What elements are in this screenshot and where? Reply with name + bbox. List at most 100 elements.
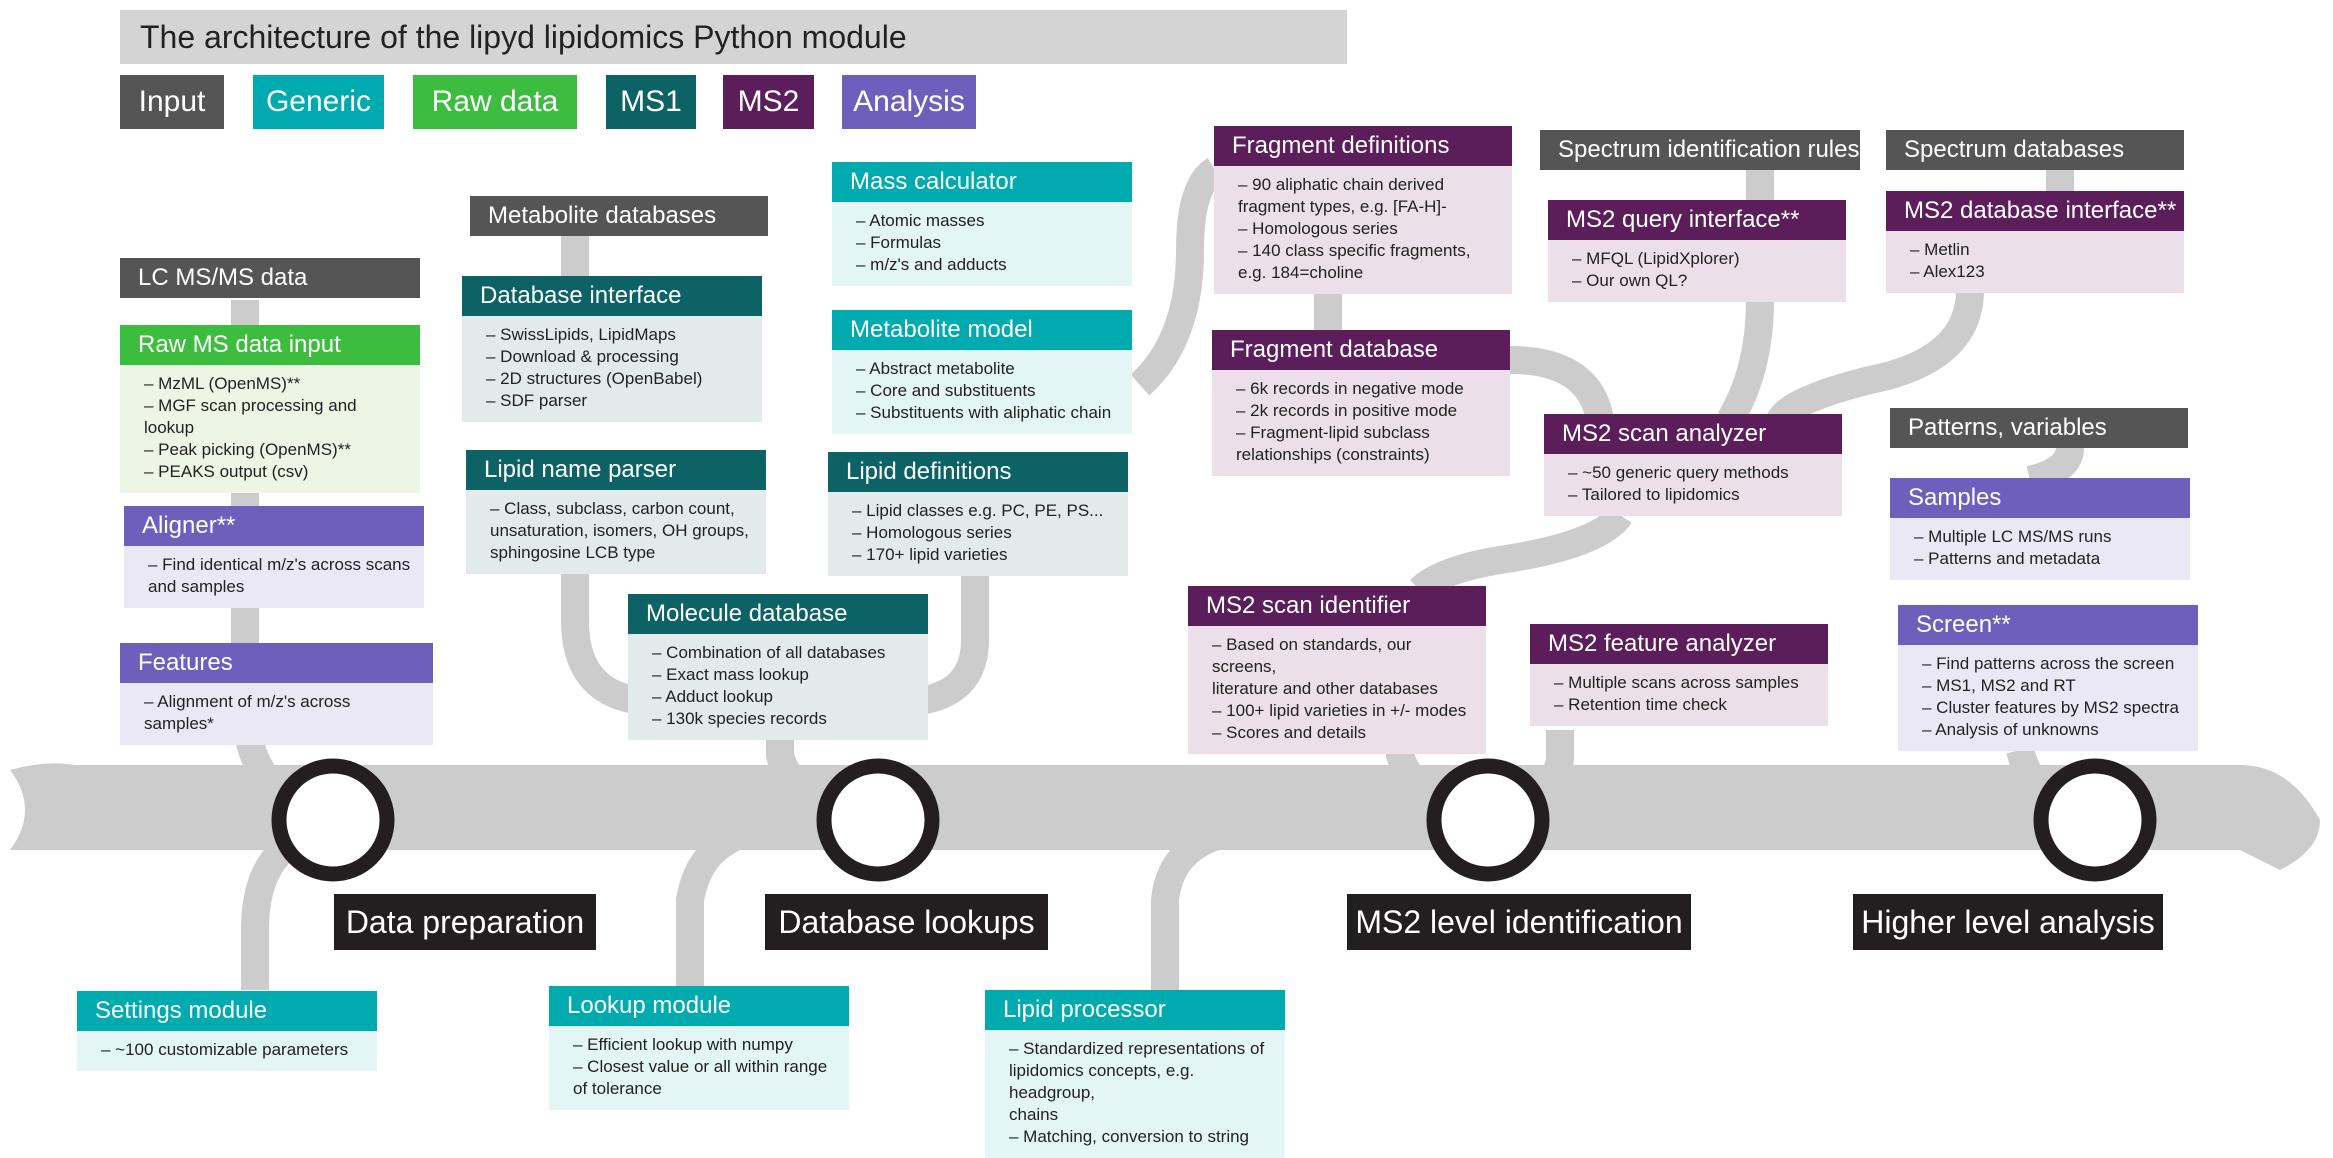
pipe-patterns-to-samples [2026,446,2084,494]
module-title: Fragment definitions [1214,126,1512,166]
module-title: Lipid definitions [828,452,1128,492]
module-item: – ~100 customizable parameters [101,1040,349,1059]
module-item: – Matching, conversion to string [1009,1127,1250,1146]
module-item: – Cluster features by MS2 spectra [1922,698,2180,717]
stage-node-4 [2033,758,2157,882]
legend-input: Input [120,75,224,129]
module-item: – Fragment-lipid subclass [1236,423,1430,442]
module-title: Molecule database [628,594,928,634]
module-title: MS2 scan identifier [1188,586,1486,626]
module-item: – Multiple LC MS/MS runs [1914,527,2112,546]
module-item: – ~50 generic query methods [1568,463,1789,482]
pipe-metabolite-to-fragments [1130,158,1224,396]
pipe-lipiddefs-to-moldb [921,570,989,714]
module-item: – SwissLipids, LipidMaps [486,325,676,344]
module-item: – 140 class specific fragments, [1238,241,1471,260]
module-item: – m/z's and adducts [856,255,1007,274]
module-item: chains [1009,1105,1059,1124]
module-item: – Lipid classes e.g. PC, PE, PS... [852,501,1104,520]
module-features: Features – Alignment of m/z's across sam… [120,643,433,745]
module-lipid-definitions: Lipid definitions – Lipid classes e.g. P… [828,452,1128,576]
pipe-msdb-to-analyzer [1767,289,1984,428]
module-title: Features [120,643,433,683]
module-item: unsaturation, isomers, OH groups, [490,521,749,540]
module-item: – Alignment of m/z's across samples* [144,692,351,733]
input-spectrum-databases: Spectrum databases [1886,130,2184,170]
module-item: – Patterns and metadata [1914,549,2101,568]
legend-ms2: MS2 [723,75,814,129]
stage-node-3 [1426,758,1550,882]
legend-raw-data: Raw data [413,75,577,129]
stage-higher-level-analysis: Higher level analysis [1853,894,2163,950]
module-screen: Screen** – Find patterns across the scre… [1898,605,2198,751]
module-item: – Download & processing [486,347,679,366]
module-item: lipidomics concepts, e.g. headgroup, [1009,1061,1195,1102]
module-item: – MGF scan processing and lookup [144,396,357,437]
module-item: – Alex123 [1910,262,1985,281]
pipe-fragdb-to-analyzer [1509,346,1614,423]
module-fragment-definitions: Fragment definitions – 90 aliphatic chai… [1214,126,1512,294]
input-lcms-data: LC MS/MS data [120,258,420,298]
legend-generic: Generic [253,75,384,129]
stage-ms2-level-identification: MS2 level identification [1347,894,1691,950]
module-item: – Substituents with aliphatic chain [856,403,1112,422]
module-item: – MzML (OpenMS)** [144,374,301,393]
module-item: – Homologous series [852,523,1012,542]
input-patterns-variables: Patterns, variables [1890,408,2188,448]
module-item: – Tailored to lipidomics [1568,485,1740,504]
module-item: – Abstract metabolite [856,359,1015,378]
module-title: Database interface [462,276,762,316]
stage-data-preparation: Data preparation [334,894,596,950]
module-item: – 170+ lipid varieties [852,545,1008,564]
module-lipid-processor: Lipid processor – Standardized represent… [985,990,1285,1158]
module-title: MS2 query interface** [1548,200,1846,240]
module-ms2-database-interface: MS2 database interface** – Metlin – Alex… [1886,191,2184,293]
module-ms2-scan-identifier: MS2 scan identifier – Based on standards… [1188,586,1486,754]
module-lookup: Lookup module – Efficient lookup with nu… [549,986,849,1110]
module-item: – Homologous series [1238,219,1398,238]
module-title: MS2 feature analyzer [1530,624,1828,664]
module-samples: Samples – Multiple LC MS/MS runs – Patte… [1890,478,2190,580]
module-title: MS2 scan analyzer [1544,414,1842,454]
module-item: – Core and substituents [856,381,1036,400]
module-item: – Peak picking (OpenMS)** [144,440,351,459]
module-settings: Settings module – ~100 customizable para… [77,991,377,1071]
module-item: literature and other databases [1212,679,1438,698]
module-aligner: Aligner** – Find identical m/z's across … [124,506,424,608]
module-title: Lipid processor [985,990,1285,1030]
module-item: – Retention time check [1554,695,1727,714]
module-title: Raw MS data input [120,325,420,365]
module-item: – Analysis of unknowns [1922,720,2099,739]
module-item: – Formulas [856,233,942,252]
module-title: Screen** [1898,605,2198,645]
module-item: – 130k species records [652,709,827,728]
module-mass-calculator: Mass calculator – Atomic masses – Formul… [832,162,1132,286]
module-title: Lipid name parser [466,450,766,490]
stage-database-lookups: Database lookups [765,894,1048,950]
module-item: – MFQL (LipidXplorer) [1572,249,1740,268]
module-ms2-query-interface: MS2 query interface** – MFQL (LipidXplor… [1548,200,1846,302]
module-item: relationships (constraints) [1236,445,1430,464]
module-fragment-database: Fragment database – 6k records in negati… [1212,330,1510,476]
module-item: – Find patterns across the screen [1922,654,2175,673]
module-item: – Multiple scans across samples [1554,673,1799,692]
module-item: – 6k records in negative mode [1236,379,1464,398]
module-title: Lookup module [549,986,849,1026]
input-metabolite-databases: Metabolite databases [470,196,768,236]
module-item: – Based on standards, our screens, [1212,635,1412,676]
pipe-lipidparser-to-moldb [561,570,638,714]
module-title: Aligner** [124,506,424,546]
module-item: – Our own QL? [1572,271,1688,290]
module-item: – Metlin [1910,240,1970,259]
module-item: – 2D structures (OpenBabel) [486,369,703,388]
stage-node-1 [271,758,395,882]
module-metabolite-model: Metabolite model – Abstract metabolite –… [832,310,1132,434]
pipe-processor-to-timeline [1151,821,1225,990]
pipe-query-to-analyzer [1717,299,1774,428]
module-title: Fragment database [1212,330,1510,370]
module-molecule-database: Molecule database – Combination of all d… [628,594,928,740]
main-timeline [10,763,2320,870]
module-item: – Efficient lookup with numpy [573,1035,793,1054]
module-ms2-scan-analyzer: MS2 scan analyzer – ~50 generic query me… [1544,414,1842,516]
module-database-interface: Database interface – SwissLipids, LipidM… [462,276,762,422]
